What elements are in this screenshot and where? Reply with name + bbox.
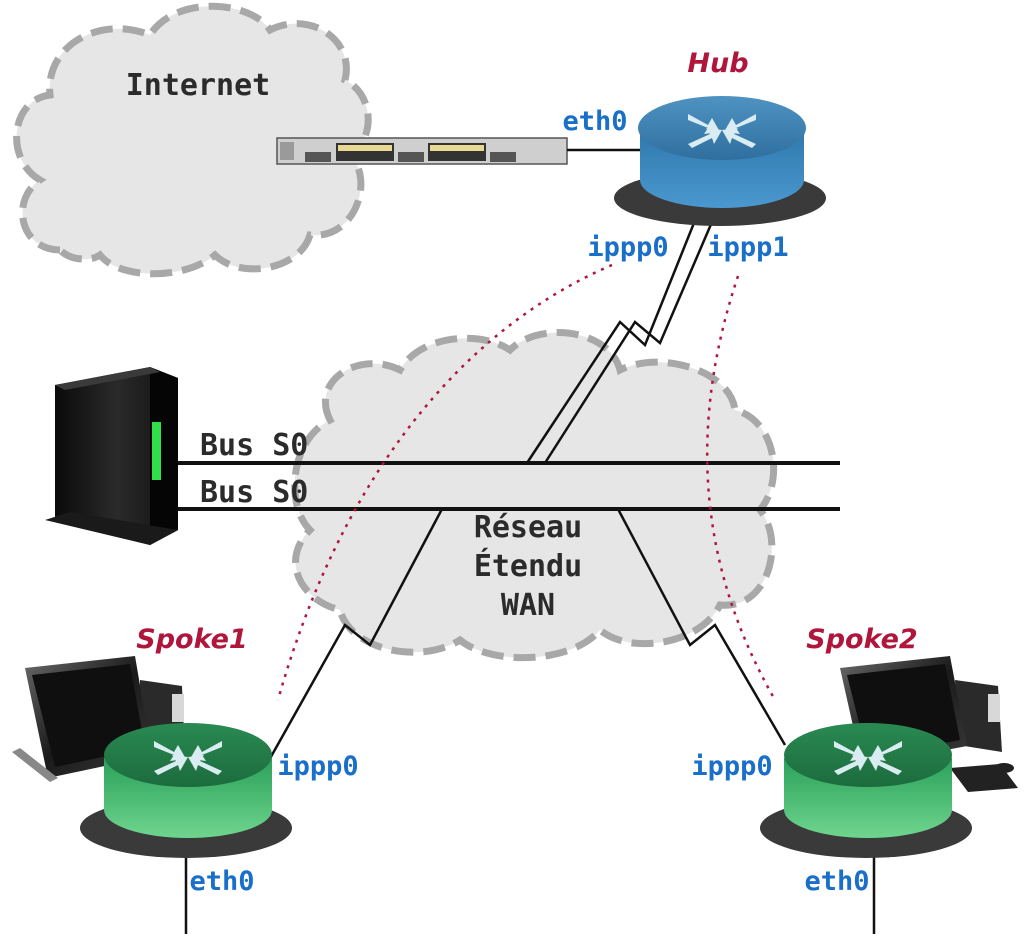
switch-icon: [276, 137, 568, 165]
wan-label-line2: Étendu: [474, 548, 582, 584]
spoke2-ippp0-label: ippp0: [691, 751, 772, 782]
hub-ippp1-label: ippp1: [707, 232, 788, 263]
spoke1-ippp0-link: [266, 508, 444, 763]
spoke1-eth0-label: eth0: [189, 866, 254, 897]
wan-label-line1: Réseau: [474, 510, 582, 545]
spoke2-router-icon: [760, 723, 972, 858]
spoke2-eth0-label: eth0: [804, 866, 869, 897]
wan-label-line3: WAN: [501, 588, 555, 623]
bus-label-2: Bus S0: [200, 475, 308, 510]
hub-ippp0-link: [525, 207, 702, 464]
bus-label-1: Bus S0: [200, 428, 308, 463]
hub-router-icon: [614, 96, 826, 226]
spoke2-ippp0-link: [616, 508, 787, 746]
hub-label: Hub: [687, 48, 748, 79]
internet-label: Internet: [126, 68, 271, 103]
tunnel-hub-spoke2: [705, 275, 777, 701]
hub-ippp0-label: ippp0: [587, 232, 668, 263]
server-icon: [45, 367, 178, 545]
spoke1-ippp0-label: ippp0: [277, 751, 358, 782]
spoke1-router-icon: [80, 723, 292, 858]
wan-cloud: Réseau Étendu WAN: [291, 329, 778, 662]
hub-eth0-label: eth0: [562, 106, 627, 137]
spoke2-label: Spoke2: [806, 624, 917, 655]
hub-ippp1-link: [543, 207, 720, 464]
spoke1-label: Spoke1: [136, 624, 247, 655]
internet-cloud: Internet: [13, 2, 372, 278]
